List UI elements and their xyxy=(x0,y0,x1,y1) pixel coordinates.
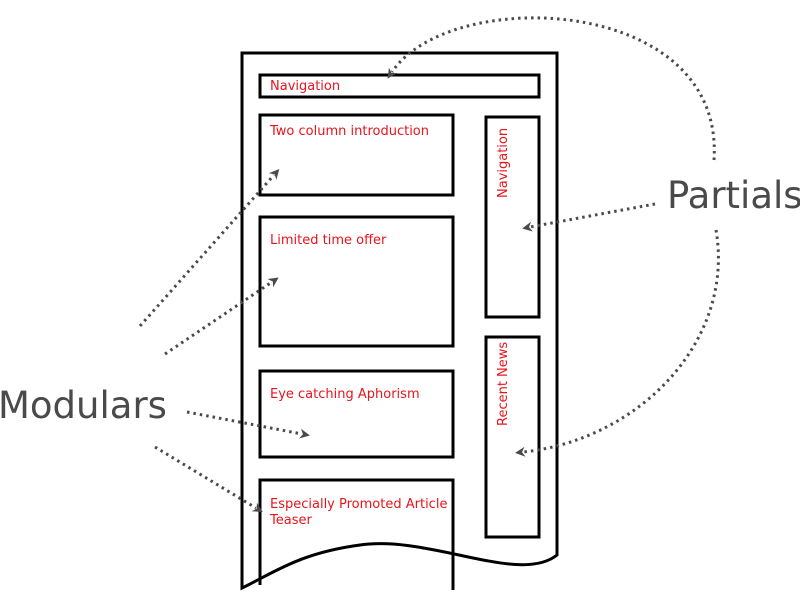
two-column-introduction-module: Two column introduction xyxy=(258,113,455,197)
recent-news-box: Recent News xyxy=(484,335,541,539)
aphorism-module: Eye catching Aphorism xyxy=(258,369,455,459)
aphorism-label: Eye catching Aphorism xyxy=(270,387,420,402)
modulars-arrow-two-column xyxy=(138,169,280,327)
promoted-article-module: Especially Promoted Article Teaser xyxy=(258,478,455,590)
partials-label: Partials xyxy=(667,174,800,217)
limited-time-offer-label: Limited time offer xyxy=(270,233,387,248)
limited-time-offer-module: Limited time offer xyxy=(258,215,455,348)
promoted-article-label-line1: Especially Promoted Article xyxy=(270,497,447,512)
two-column-introduction-label: Two column introduction xyxy=(269,124,429,139)
modulars-arrow-limited-offer xyxy=(164,277,279,356)
side-navigation-box: Navigation xyxy=(484,115,541,319)
promoted-article-label-line2: Teaser xyxy=(269,513,312,528)
top-navigation-box: Navigation xyxy=(258,73,541,99)
modulars-arrow-aphorism xyxy=(186,410,310,439)
recent-news-label: Recent News xyxy=(496,342,511,426)
partials-arrow-side-navigation xyxy=(522,202,656,232)
modulars-arrow-promoted-article xyxy=(154,445,263,513)
modulars-label: Modulars xyxy=(0,384,167,427)
top-navigation-label: Navigation xyxy=(270,79,340,94)
side-navigation-label: Navigation xyxy=(496,128,511,198)
